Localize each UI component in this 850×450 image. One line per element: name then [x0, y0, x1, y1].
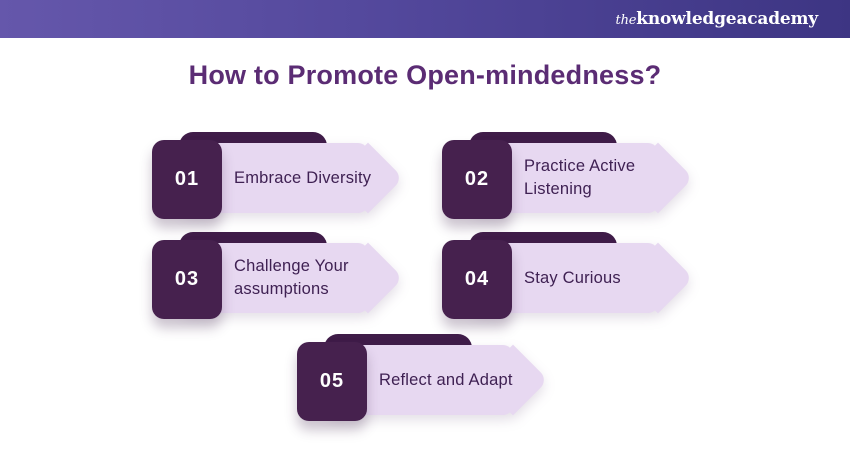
item-03-number-badge: 03 — [152, 240, 222, 319]
arrow-item-04: Stay Curious 04 — [442, 232, 702, 335]
brand-logo-academy: academy — [736, 9, 818, 29]
item-02-label: Practice Active Listening — [524, 157, 636, 198]
item-03-label: Challenge Your assumptions — [234, 257, 349, 298]
item-01-label: Embrace Diversity — [234, 168, 372, 187]
item-05-label: Reflect and Adapt — [379, 370, 513, 389]
brand-logo-knowledge: knowledge — [636, 9, 737, 29]
item-04-label: Stay Curious — [524, 268, 621, 287]
arrow-item-05: Reflect and Adapt 05 — [297, 334, 557, 437]
header-bar: theknowledgeacademy — [0, 0, 850, 38]
brand-logo-the: the — [615, 13, 637, 28]
item-01-number-badge: 01 — [152, 140, 222, 219]
item-05-number-badge: 05 — [297, 342, 367, 421]
brand-logo: theknowledgeacademy — [615, 9, 819, 29]
arrow-item-01: Embrace Diversity 01 — [152, 132, 412, 235]
arrow-item-03: Challenge Your assumptions 03 — [152, 232, 412, 335]
page-title: How to Promote Open-mindedness? — [188, 60, 662, 90]
arrow-item-02: Practice Active Listening 02 — [442, 132, 702, 235]
item-04-number-badge: 04 — [442, 240, 512, 319]
item-02-number-badge: 02 — [442, 140, 512, 219]
